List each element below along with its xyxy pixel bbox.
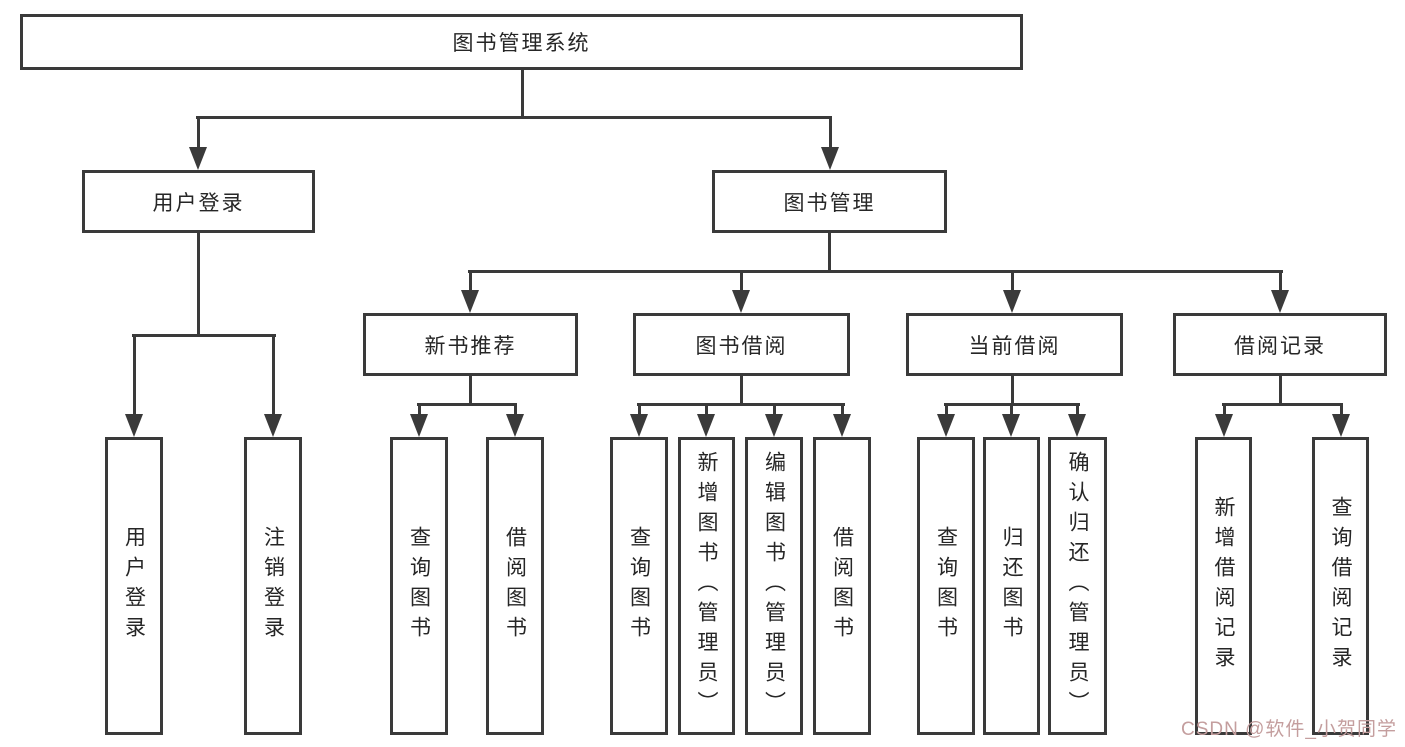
leaf-query-books-borrowing: 查询图书 — [610, 437, 668, 735]
node-root-label: 图书管理系统 — [452, 32, 591, 55]
arrowhead-down-icon — [821, 147, 839, 170]
connector-drop — [740, 270, 743, 290]
leaf-add-book-admin-label: 新增图书（管理员） — [695, 451, 718, 721]
node-borrow-records-label: 借阅记录 — [1234, 334, 1326, 358]
arrowhead-down-icon — [697, 414, 715, 437]
node-current-borrowing: 当前借阅 — [906, 313, 1123, 376]
connector-bar — [132, 334, 276, 337]
node-user-login-label: 用户登录 — [152, 191, 245, 215]
arrowhead-down-icon — [732, 290, 750, 313]
arrowhead-down-icon — [1002, 414, 1020, 437]
connector-drop — [514, 403, 517, 414]
node-book-management-label: 图书管理 — [783, 191, 876, 215]
arrowhead-down-icon — [461, 290, 479, 313]
leaf-query-books-borrowing-label: 查询图书 — [627, 526, 651, 646]
arrowhead-down-icon — [1332, 414, 1350, 437]
connector-stem — [469, 376, 472, 406]
node-new-book-recommend-label: 新书推荐 — [424, 334, 517, 358]
node-user-login: 用户登录 — [82, 170, 315, 233]
connector-drop — [1279, 270, 1282, 290]
node-book-borrowing: 图书借阅 — [633, 313, 850, 376]
connector-drop — [638, 403, 641, 414]
leaf-query-books-current: 查询图书 — [917, 437, 975, 735]
leaf-add-borrow-record: 新增借阅记录 — [1195, 437, 1252, 735]
connector-drop — [945, 403, 948, 414]
connector-drop — [197, 116, 200, 147]
leaf-return-books-label: 归还图书 — [1000, 526, 1023, 646]
leaf-query-books-recommend: 查询图书 — [390, 437, 448, 735]
leaf-query-books-recommend-label: 查询图书 — [407, 526, 431, 646]
connector-drop — [418, 403, 421, 414]
connector-drop — [829, 116, 832, 147]
connector-drop — [841, 403, 844, 414]
leaf-borrow-books-label: 借阅图书 — [830, 526, 854, 646]
connector-drop — [133, 334, 136, 414]
connector-drop — [1011, 270, 1014, 290]
leaf-user-login-label: 用户登录 — [122, 526, 146, 646]
connector-bar — [637, 403, 845, 406]
leaf-query-books-current-label: 查询图书 — [934, 526, 958, 646]
arrowhead-down-icon — [189, 147, 207, 170]
connector-drop — [1340, 403, 1343, 414]
leaf-logout-label: 注销登录 — [261, 526, 285, 646]
leaf-edit-book-admin-label: 编辑图书（管理员） — [762, 451, 786, 721]
arrowhead-down-icon — [1003, 290, 1021, 313]
leaf-borrow-books-recommend: 借阅图书 — [486, 437, 544, 735]
arrowhead-down-icon — [630, 414, 648, 437]
arrowhead-down-icon — [125, 414, 143, 437]
leaf-borrow-books-recommend-label: 借阅图书 — [503, 526, 527, 646]
connector-stem — [740, 376, 743, 406]
connector-drop — [1076, 403, 1079, 414]
connector-drop — [272, 334, 275, 414]
leaf-borrow-books: 借阅图书 — [813, 437, 871, 735]
connector-bar — [1222, 403, 1343, 406]
watermark: CSDN @软件_小贺同学 — [1181, 719, 1397, 740]
arrowhead-down-icon — [1068, 414, 1086, 437]
arrowhead-down-icon — [833, 414, 851, 437]
connector-drop — [469, 270, 472, 290]
arrowhead-down-icon — [765, 414, 783, 437]
leaf-add-borrow-record-label: 新增借阅记录 — [1212, 496, 1235, 676]
arrowhead-down-icon — [410, 414, 428, 437]
leaf-add-book-admin: 新增图书（管理员） — [678, 437, 735, 735]
connector-stem — [521, 70, 524, 118]
node-new-book-recommend: 新书推荐 — [363, 313, 578, 376]
node-current-borrowing-label: 当前借阅 — [968, 334, 1061, 358]
node-book-borrowing-label: 图书借阅 — [695, 334, 788, 358]
connector-bar — [196, 116, 832, 119]
node-book-management: 图书管理 — [712, 170, 947, 233]
arrowhead-down-icon — [1215, 414, 1233, 437]
connector-drop — [1010, 403, 1013, 414]
connector-drop — [773, 403, 776, 414]
arrowhead-down-icon — [937, 414, 955, 437]
leaf-confirm-return-admin-label: 确认归还（管理员） — [1066, 451, 1089, 721]
leaf-query-borrow-record-label: 查询借阅记录 — [1329, 496, 1352, 676]
connector-bar — [417, 403, 517, 406]
node-root: 图书管理系统 — [20, 14, 1023, 70]
leaf-return-books: 归还图书 — [983, 437, 1040, 735]
connector-drop — [705, 403, 708, 414]
leaf-user-login: 用户登录 — [105, 437, 163, 735]
connector-stem — [197, 233, 200, 337]
leaf-query-borrow-record: 查询借阅记录 — [1312, 437, 1369, 735]
leaf-edit-book-admin: 编辑图书（管理员） — [745, 437, 803, 735]
connector-bar — [468, 270, 1283, 273]
connector-stem — [828, 233, 831, 272]
connector-stem — [1011, 376, 1014, 406]
arrowhead-down-icon — [264, 414, 282, 437]
arrowhead-down-icon — [1271, 290, 1289, 313]
leaf-confirm-return-admin: 确认归还（管理员） — [1048, 437, 1107, 735]
arrowhead-down-icon — [506, 414, 524, 437]
node-borrow-records: 借阅记录 — [1173, 313, 1387, 376]
connector-stem — [1279, 376, 1282, 406]
leaf-logout: 注销登录 — [244, 437, 302, 735]
connector-drop — [1223, 403, 1226, 414]
